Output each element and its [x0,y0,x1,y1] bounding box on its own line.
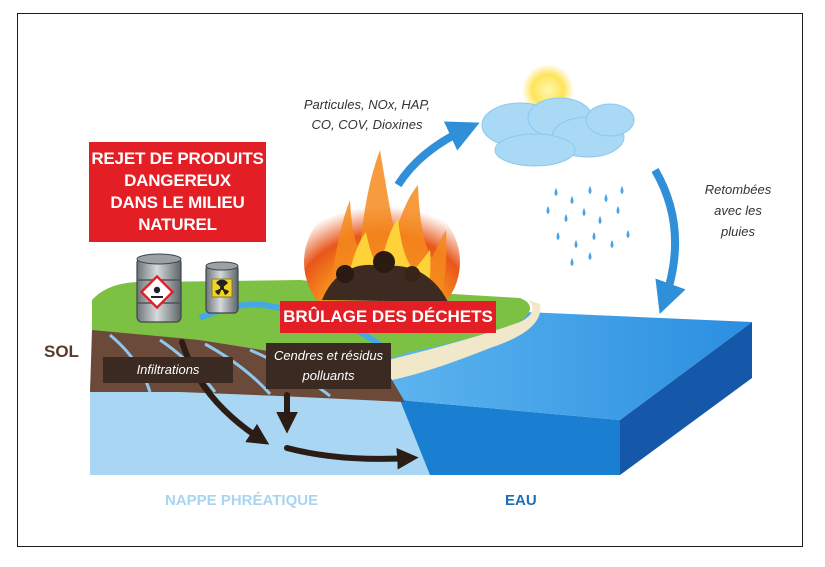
eau-label: EAU [505,492,537,509]
raindrop [570,258,574,266]
raindrop [570,196,574,204]
rejet-line-3: DANS LE MILIEU [110,193,245,212]
sol-label: SOL [44,342,79,361]
raindrop [598,216,602,224]
cendres-label: Cendres et résidus polluants [266,343,391,389]
raindrop [610,240,614,248]
raindrop [604,194,608,202]
emissions-line-1: Particules, NOx, HAP, [303,97,431,112]
raindrop [626,230,630,238]
beach [380,300,541,380]
retombees-line-2: avec les [714,203,762,218]
emissions-label: Particules, NOx, HAP, CO, COV, Dioxines [292,95,442,135]
raindrop [574,240,578,248]
raindrop [546,206,550,214]
raindrop [582,208,586,216]
fire-icon [304,150,460,332]
cloud-icon [481,97,635,167]
raindrop [620,186,624,194]
infiltrations-label: Infiltrations [103,357,233,383]
barrel-toxic-icon [136,253,182,323]
emissions-line-2: CO, COV, Dioxines [311,117,423,132]
retombees-line-3: pluies [721,224,755,239]
rejet-line-1: REJET DE PRODUITS [91,149,264,168]
retombees-label: Retombées avec les pluies [693,179,783,242]
raindrop [592,232,596,240]
brulage-label: BRÛLAGE DES DÉCHETS [280,301,496,333]
raindrop [564,214,568,222]
emission-arrow [394,121,480,188]
rejet-line-4: NATUREL [138,215,217,234]
cendres-line-1: Cendres et résidus [273,348,384,363]
raindrop [616,206,620,214]
infiltration-arrows [179,339,419,470]
rejet-label-box: REJET DE PRODUITS DANGEREUX DANS LE MILI… [89,142,266,242]
raindrop [588,186,592,194]
raindrop [588,252,592,260]
rainfall-arrow [651,167,686,315]
rain-icon [546,186,630,266]
sea-front [400,400,620,475]
raindrop [554,188,558,196]
nappe-label: NAPPE PHRÉATIQUE [165,492,319,509]
sea-side [620,322,752,475]
cendres-line-2: polluants [302,368,355,383]
rejet-line-2: DANGEREUX [124,171,231,190]
barrel-radioactive-icon [205,261,239,314]
raindrop [556,232,560,240]
retombees-line-1: Retombées [704,182,772,197]
